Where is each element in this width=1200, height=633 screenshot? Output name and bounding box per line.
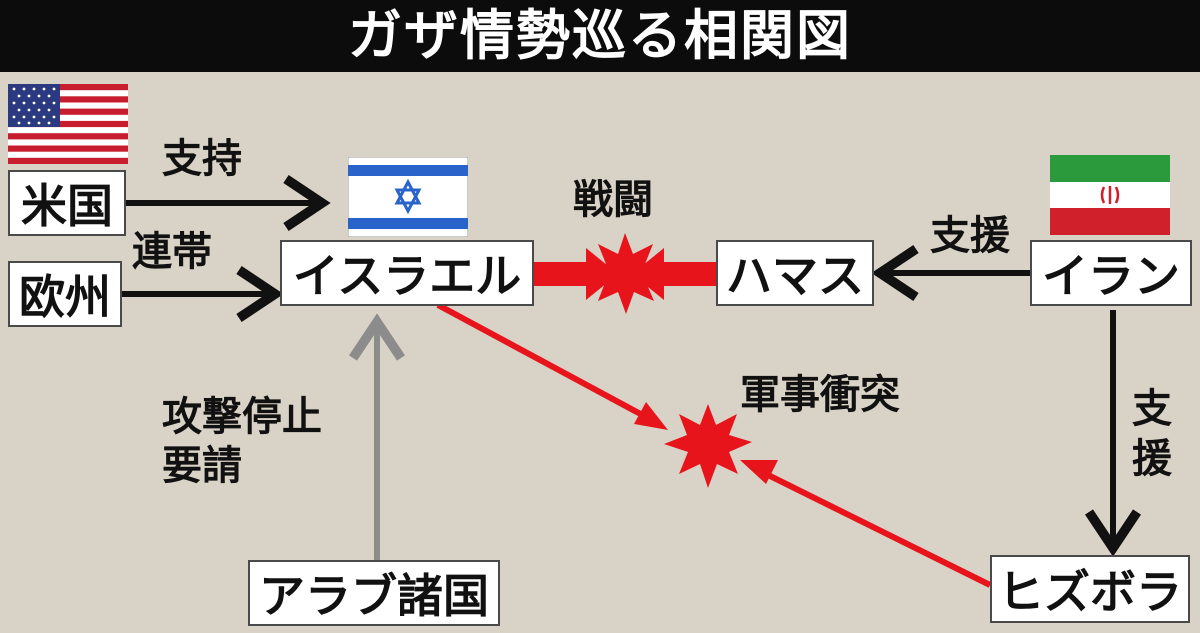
edge-label-arab-israel-2: 要請 bbox=[162, 443, 242, 489]
node-usa: 米国 bbox=[8, 170, 126, 236]
arrow-hezbollah-clash bbox=[760, 469, 992, 588]
edge-label-clash: 軍事衝突 bbox=[740, 372, 900, 418]
edge-label-usa-israel: 支持 bbox=[162, 136, 242, 182]
node-arab-label: アラブ諸国 bbox=[259, 569, 489, 623]
edge-label-iran-hamas: 支援 bbox=[930, 213, 1010, 259]
page-title: ガザ情勢巡る相関図 bbox=[0, 0, 1200, 72]
node-hezbollah: ヒズボラ bbox=[990, 555, 1190, 623]
iran-flag-icon bbox=[1050, 155, 1170, 235]
edge-label-arab-israel-1: 攻撃停止 bbox=[162, 394, 322, 440]
node-hamas: ハマス bbox=[716, 240, 874, 306]
clash-explosion-icon bbox=[664, 404, 752, 488]
node-israel: イスラエル bbox=[280, 240, 534, 306]
arrow-israel-clash bbox=[436, 302, 650, 421]
node-iran-label: イラン bbox=[1042, 249, 1180, 303]
arrow-head-hezbollah-clash bbox=[740, 460, 778, 484]
edge-label-israel-hamas: 戦闘 bbox=[573, 177, 653, 223]
node-hamas-label: ハマス bbox=[726, 249, 864, 303]
node-hezbollah-label: ヒズボラ bbox=[998, 565, 1182, 619]
node-israel-label: イスラエル bbox=[292, 249, 522, 303]
node-europe: 欧州 bbox=[8, 261, 122, 327]
edge-label-iran-hezbollah-1: 支 bbox=[1132, 386, 1172, 432]
us-flag-icon bbox=[8, 84, 128, 164]
node-europe-label: 欧州 bbox=[19, 270, 111, 324]
edge-label-iran-hezbollah-2: 援 bbox=[1132, 436, 1172, 482]
arrow-head-israel-clash bbox=[634, 402, 668, 430]
israel-flag-icon bbox=[348, 157, 468, 237]
node-usa-label: 米国 bbox=[21, 179, 113, 233]
edge-label-europe-israel: 連帯 bbox=[132, 229, 212, 275]
battle-bar-right bbox=[660, 262, 716, 286]
node-arab: アラブ諸国 bbox=[248, 560, 500, 626]
battle-bar-left bbox=[534, 262, 590, 286]
node-iran: イラン bbox=[1030, 240, 1192, 306]
battle-explosion-icon bbox=[584, 233, 668, 314]
